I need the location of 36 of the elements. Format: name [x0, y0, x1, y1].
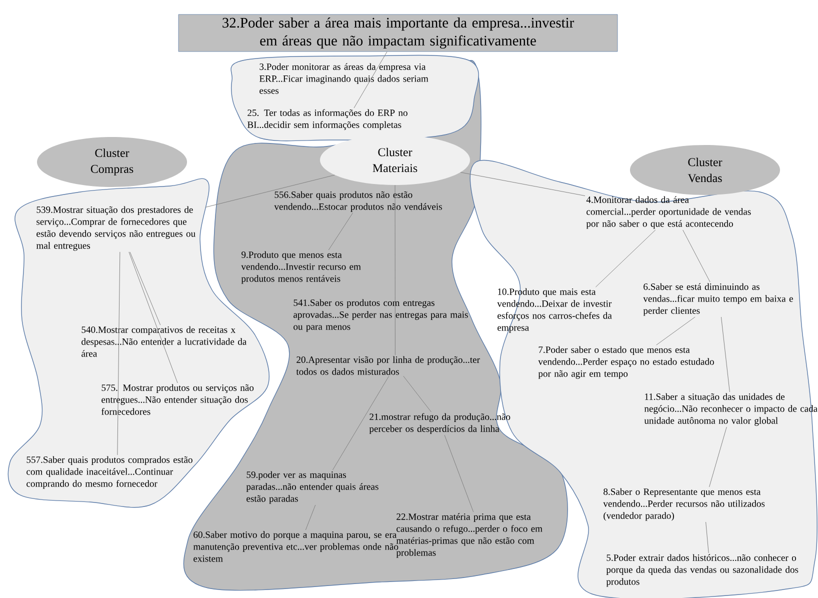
connector-line — [709, 426, 727, 488]
statement-text: 25. Ter todas as informações do ERP no BI...decidir sem informações completas — [248, 109, 408, 130]
statement-text: 557.Saber quais produtos comprados estão com qualidade inaceitável...Continuar comprando do mesmo fornecedor — [26, 456, 192, 489]
connector-line — [117, 252, 120, 456]
connector-line — [682, 230, 710, 282]
statement-text: 5.Poder extrair dados históricos...não conhecer o porque da queda das vendas ou sazonalidade dos produtos — [606, 554, 798, 587]
connector-line — [305, 504, 316, 530]
statement-text: 10.Produto que mais esta vendendo...Deixar de investir esforços nos carros-chefes da empresa — [497, 288, 612, 333]
statement-text: 9.Produto que menos esta vendendo...Investir recurso em produtos menos rentáveis — [241, 251, 361, 284]
statement-text: 540.Mostrar comparativos de receitas x despesas...Não entender a lucratividade da área — [82, 326, 247, 357]
connector-line — [354, 52, 388, 108]
connector-line — [128, 252, 178, 384]
connector-line — [596, 230, 656, 288]
connector-line — [332, 376, 390, 470]
statement-text: 575. Mostrar produtos ou serviços não entregues...Não entender situação dos fornecedores — [102, 384, 254, 415]
connector-line — [706, 522, 709, 554]
connector-line — [720, 316, 730, 392]
statement-text: 59.poder ver as maquinas paradas...não entender quais áreas estão paradas — [246, 471, 378, 504]
statement-text: 7.Poder saber o estado que menos esta vendendo...Perder espaço no estado estudado por não agir em tempo — [538, 346, 714, 379]
node-label: Cluster Materiais — [372, 148, 418, 172]
statement-text: 8.Saber o Representante que menos esta vendendo...Perder recursos não utilizados (vendedor parado) — [603, 488, 765, 521]
connector-line — [656, 316, 696, 346]
statement-text: 539.Mostrar situação dos prestadores de serviço...Comprar de fornecedores que estão devendo serviços não entregues ou mal entregues — [36, 206, 196, 251]
statement-text: 541.Saber os produtos com entregas aprovadas...Se perder nas entregas para mais ou para menos — [294, 299, 468, 332]
connector-line — [444, 434, 474, 512]
connector-line — [394, 184, 396, 356]
connector-line — [130, 252, 161, 326]
statement-text: 21.mostrar refugo da produção...não perceber os desperdícios da linha — [369, 413, 510, 434]
title-box: 32.Poder saber a área mais importante da empresa...investir em áreas que não impactam significativamente — [178, 14, 618, 52]
statement-text: 6.Saber se está diminuindo as vendas...ficar muito tempo em baixa e perder clientes — [643, 283, 793, 316]
statement-text: 3.Poder monitorar as áreas da empresa via ERP...Ficar imaginando quais dados seriam esses — [260, 63, 428, 94]
connector-line — [328, 212, 353, 250]
statement-text: 20.Apresentar visão por linha de produção...ter todos os dados misturados — [296, 356, 480, 375]
statement-text: 11.Saber a situação das unidades de negócio...Não reconhecer o impacto de cada unidade autônoma no valor global — [644, 393, 818, 426]
connector-line — [403, 376, 432, 412]
statement-text: 556.Saber quais produtos não estão vendendo...Estocar produtos não vendáveis — [274, 191, 442, 212]
